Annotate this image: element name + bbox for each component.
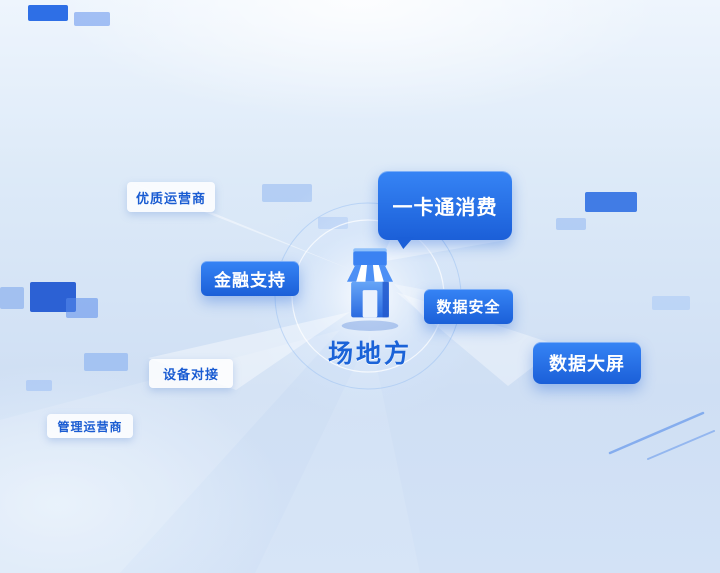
node-quality-operator: 优质运营商 (127, 182, 215, 212)
node-data-security-label: 数据安全 (436, 299, 501, 316)
decor-rect-left-3 (84, 353, 128, 371)
node-financial-support-label: 金融支持 (214, 271, 286, 290)
node-management-operator-label: 管理运营商 (57, 419, 123, 434)
beam-to-data-security (394, 284, 426, 320)
node-device-connection-label: 设备对接 (162, 367, 219, 382)
decor-rect-right-2 (556, 218, 586, 230)
decor-rect-top-left-2 (74, 12, 110, 26)
accent-line-2 (647, 430, 715, 460)
node-one-card-consume-label: 一卡通消费 (392, 197, 498, 219)
node-data-security: 数据安全 (424, 289, 513, 324)
beam-bottom (255, 335, 420, 573)
decor-rect-left-edge (0, 287, 24, 309)
decor-rect-left-2 (66, 298, 98, 318)
decor-rect-right-1 (585, 192, 637, 212)
node-one-card-consume: 一卡通消费 (378, 171, 512, 240)
decor-rect-right-edge (652, 296, 690, 310)
decor-rect-left-4 (26, 380, 52, 391)
node-data-big-screen-label: 数据大屏 (549, 354, 625, 374)
node-management-operator: 管理运营商 (47, 414, 133, 438)
node-financial-support: 金融支持 (201, 261, 299, 296)
node-data-big-screen: 数据大屏 (533, 342, 641, 384)
accent-line-1 (608, 411, 705, 455)
storefront-icon (328, 244, 412, 332)
node-quality-operator-label: 优质运营商 (135, 190, 206, 206)
center-label: 场地方 (327, 340, 412, 368)
decor-rect-top-left-1 (28, 5, 68, 21)
node-device-connection: 设备对接 (149, 359, 233, 388)
beam-bottom-left-corner (0, 330, 340, 573)
